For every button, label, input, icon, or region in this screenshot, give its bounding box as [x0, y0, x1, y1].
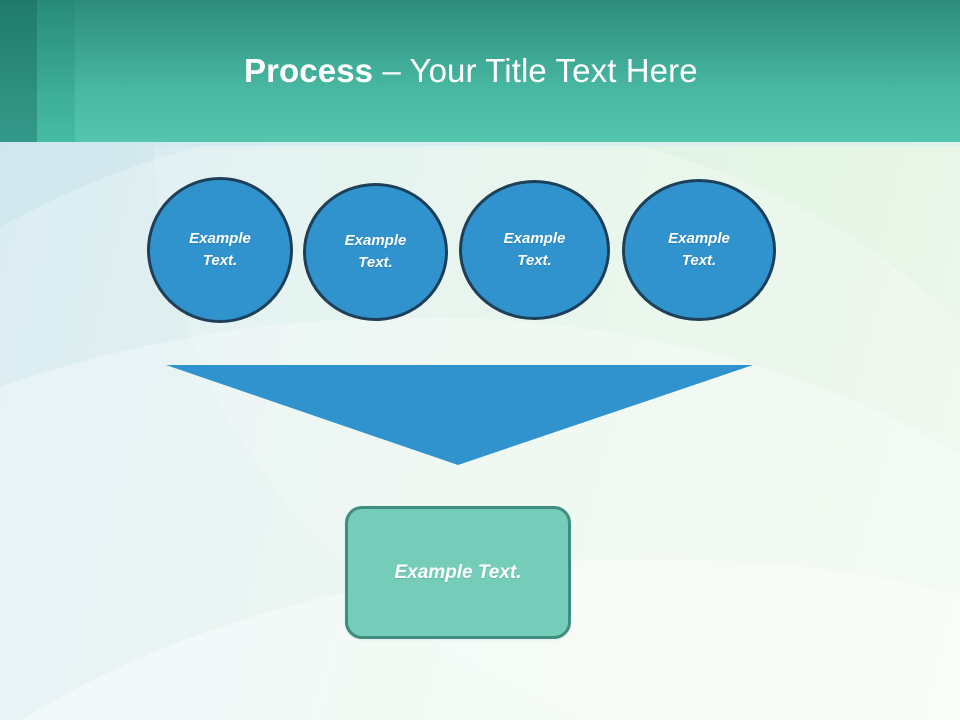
header-stripe-dark	[0, 0, 37, 142]
process-circle-4-label: Example Text.	[668, 230, 730, 269]
process-circle-2-label: Example Text.	[344, 232, 407, 271]
down-arrow-icon	[166, 365, 753, 465]
background-swoosh-middle	[0, 245, 960, 720]
header-stripe-mid	[37, 0, 75, 142]
header-underline	[0, 142, 960, 146]
slide-header-band	[0, 0, 960, 142]
process-circle-3[interactable]: Example Text.	[459, 180, 610, 320]
process-circle-3-label: Example Text.	[503, 230, 566, 269]
page-title-rest: – Your Title Text Here	[373, 52, 698, 89]
result-box[interactable]: Example Text.	[345, 506, 571, 639]
page-title: Process – Your Title Text Here	[244, 50, 698, 92]
process-circle-2[interactable]: Example Text.	[303, 183, 448, 321]
process-circle-1-label: Example Text.	[189, 230, 251, 269]
process-circle-4[interactable]: Example Text.	[622, 179, 776, 321]
page-title-bold: Process	[244, 52, 374, 89]
process-circle-1[interactable]: Example Text.	[147, 177, 293, 323]
result-box-label: Example Text.	[394, 561, 522, 583]
